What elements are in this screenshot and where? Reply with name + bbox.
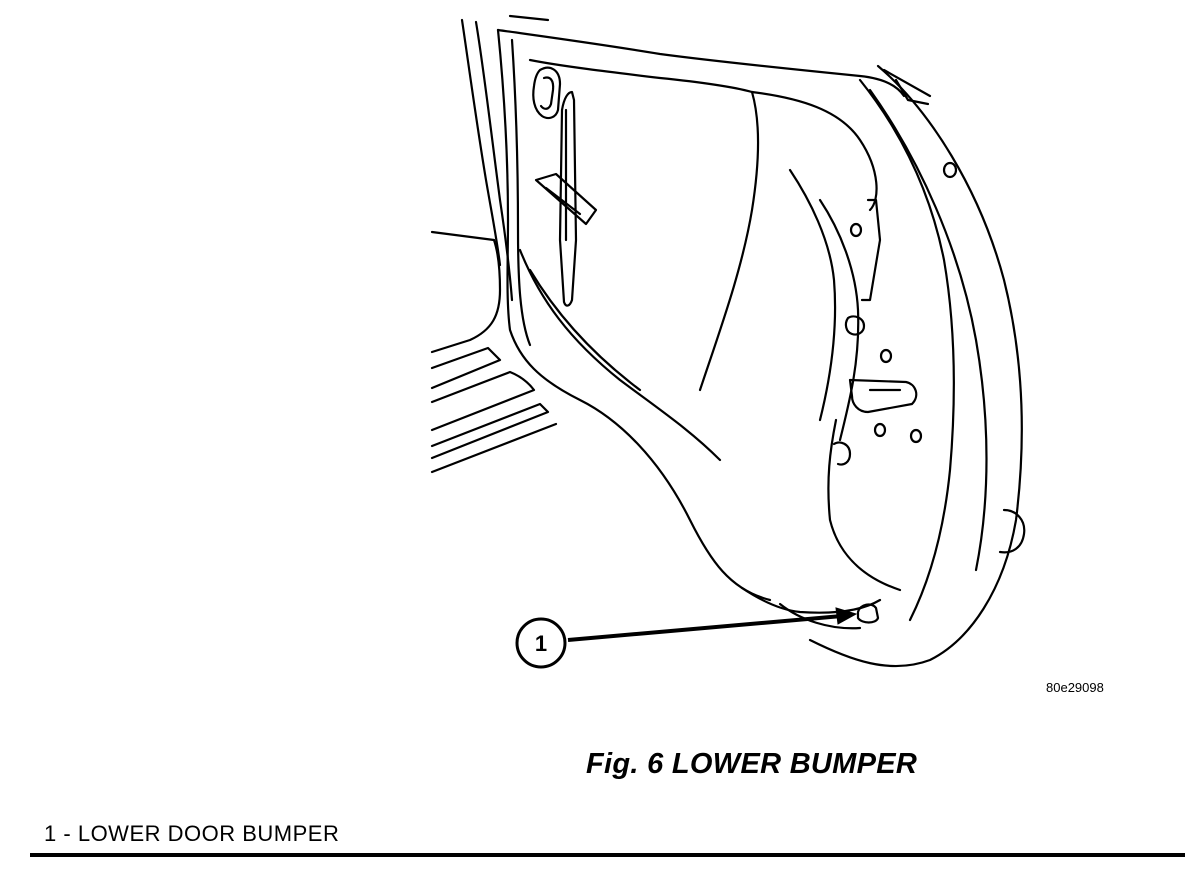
callout-1: 1 [515, 607, 858, 669]
bottom-rule [30, 853, 1185, 857]
legend: 1 - LOWER DOOR BUMPER [44, 821, 339, 847]
lower-door-bumper [856, 603, 880, 624]
caption-title: LOWER BUMPER [671, 748, 918, 780]
figure-id: 80e29098 [1046, 680, 1104, 695]
door-handle [532, 66, 598, 307]
callout-number: 1 [535, 631, 547, 656]
door-opening-frame [430, 14, 558, 474]
legend-item-separator: - [63, 821, 72, 846]
caption-prefix: Fig. [586, 748, 639, 780]
door-inner-panel [496, 28, 1026, 668]
figure-caption: Fig. 6 LOWER BUMPER [586, 748, 917, 781]
door-latch-area [832, 161, 958, 466]
legend-item-label: LOWER DOOR BUMPER [77, 821, 340, 846]
caption-number: 6 [647, 748, 664, 780]
legend-item-number: 1 [44, 821, 57, 846]
